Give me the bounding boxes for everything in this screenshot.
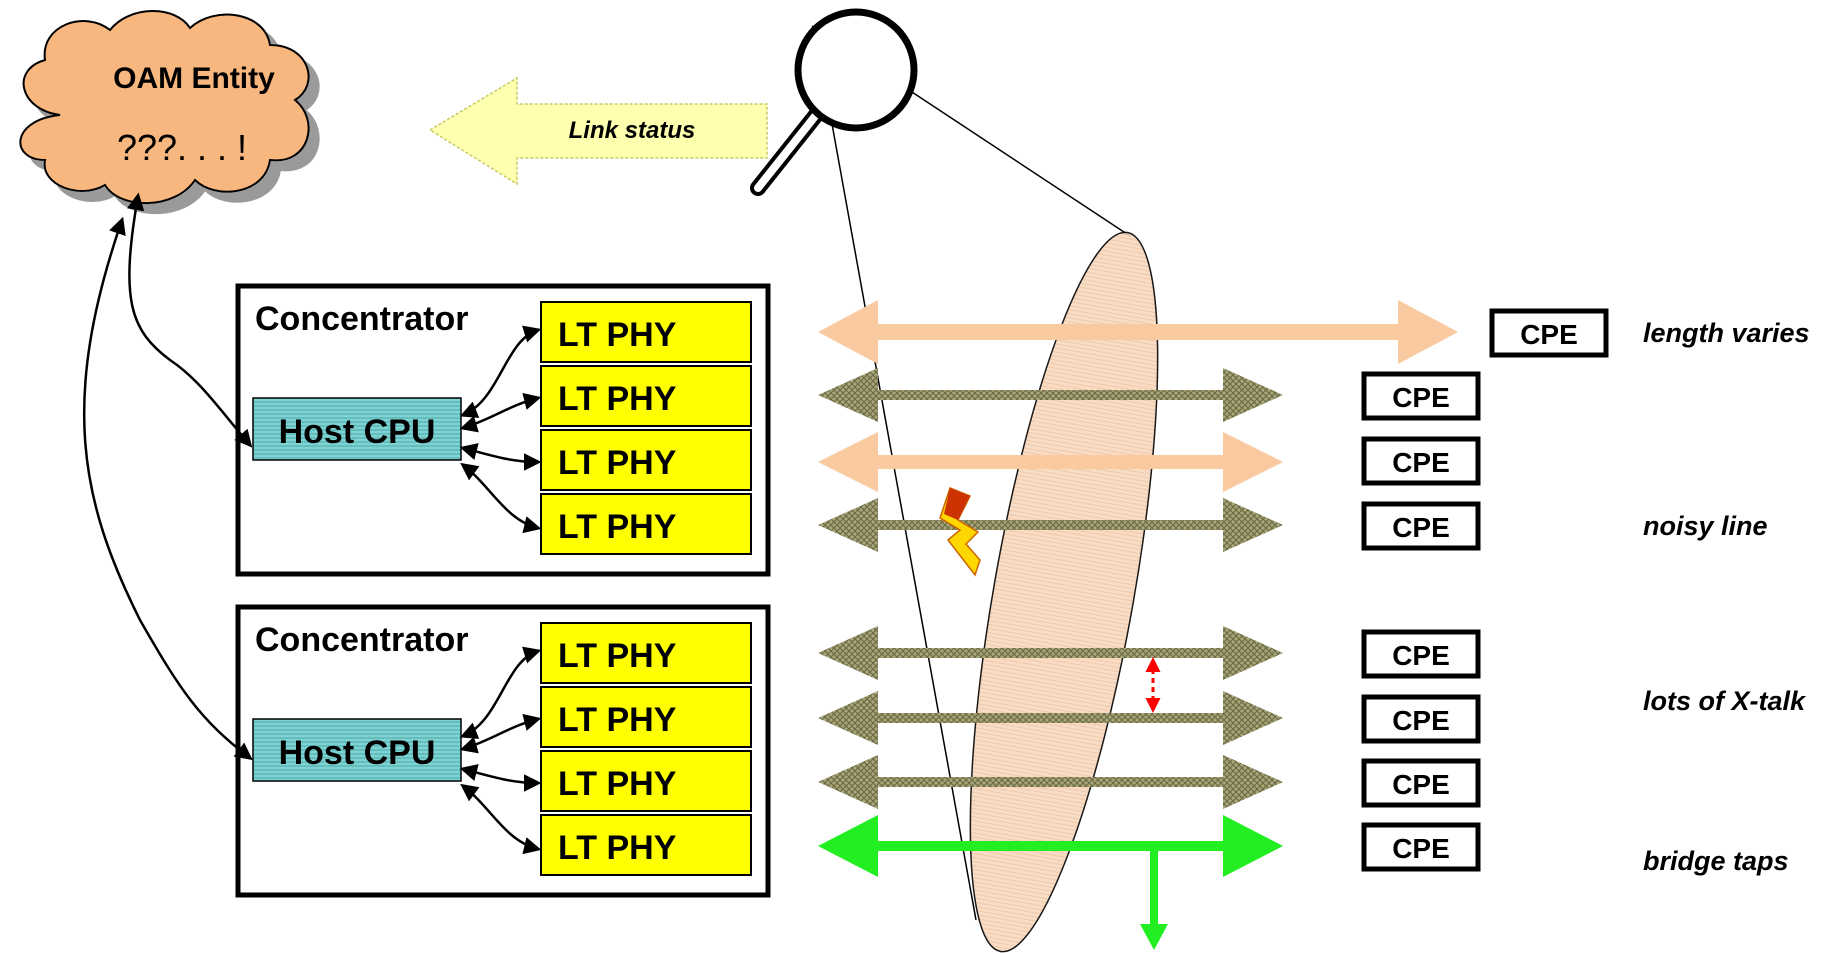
annotation-bridge-taps: bridge taps (1643, 846, 1789, 876)
link-status-label: Link status (569, 117, 696, 144)
lt-phy-label: LT PHY (558, 380, 677, 418)
lt-phy-box (540, 814, 752, 876)
host-cpu-box (252, 718, 462, 782)
oam-status-text: ???. . . ! (117, 127, 247, 168)
annotation-noisy-line: noisy line (1643, 511, 1768, 541)
cpu-phy-connector (459, 646, 542, 855)
concentrator-label: Concentrator (255, 621, 468, 659)
lt-phy-label: LT PHY (558, 508, 677, 546)
cpe-box (1361, 629, 1481, 679)
cpe-label: CPE (1392, 512, 1450, 543)
annotation-length-varies: length varies (1643, 318, 1810, 348)
line-arrow (818, 432, 1283, 492)
cpe-box (1361, 501, 1481, 551)
cpe-label: CPE (1520, 319, 1578, 350)
lt-phy-box (540, 365, 752, 427)
lt-phy-box (540, 493, 752, 555)
line-arrow-bridge-tap (818, 815, 1283, 950)
cpe-label: CPE (1392, 705, 1450, 736)
lt-phy-box (540, 750, 752, 812)
lt-phy-box (540, 429, 752, 491)
magnifier-icon (750, 8, 918, 196)
line-arrow (818, 626, 1283, 680)
line-arrow (818, 691, 1283, 745)
annotation-xtalk: lots of X-talk (1643, 686, 1807, 716)
host-cpu-label: Host CPU (279, 413, 436, 451)
cpe-label: CPE (1392, 382, 1450, 413)
cpe-label: CPE (1392, 833, 1450, 864)
lt-phy-box (540, 622, 752, 684)
oam-entity-cloud (19, 10, 310, 205)
lt-phy-label: LT PHY (558, 316, 677, 354)
cpu-phy-connector (459, 325, 542, 534)
lt-phy-label: LT PHY (558, 444, 677, 482)
cpe-box (1361, 822, 1481, 872)
concentrator-label: Concentrator (255, 300, 468, 338)
link-status-arrow (428, 76, 768, 186)
host-cpu-box (252, 397, 462, 461)
cpe-box (1361, 694, 1481, 744)
cpe-box (1361, 371, 1481, 421)
line-arrow (818, 755, 1283, 809)
host-cpu-label: Host CPU (279, 734, 436, 772)
lightning-icon (939, 487, 981, 577)
cpe-label: CPE (1392, 640, 1450, 671)
line-arrow-noisy (818, 498, 1283, 552)
lt-phy-label: LT PHY (558, 637, 677, 675)
line-arrow (818, 368, 1283, 422)
line-arrow-long (818, 300, 1458, 364)
oam-cpu-link (82, 192, 253, 761)
cpe-label: CPE (1392, 447, 1450, 478)
cpe-box (1361, 436, 1481, 486)
lt-phy-label: LT PHY (558, 765, 677, 803)
lt-phy-label: LT PHY (558, 701, 677, 739)
oam-entity-title: OAM Entity (113, 62, 275, 95)
cpe-box (1361, 758, 1481, 808)
cpe-label: CPE (1392, 769, 1450, 800)
cpe-box (1489, 308, 1609, 358)
inspection-ellipse (969, 231, 1159, 953)
lt-phy-label: LT PHY (558, 829, 677, 867)
